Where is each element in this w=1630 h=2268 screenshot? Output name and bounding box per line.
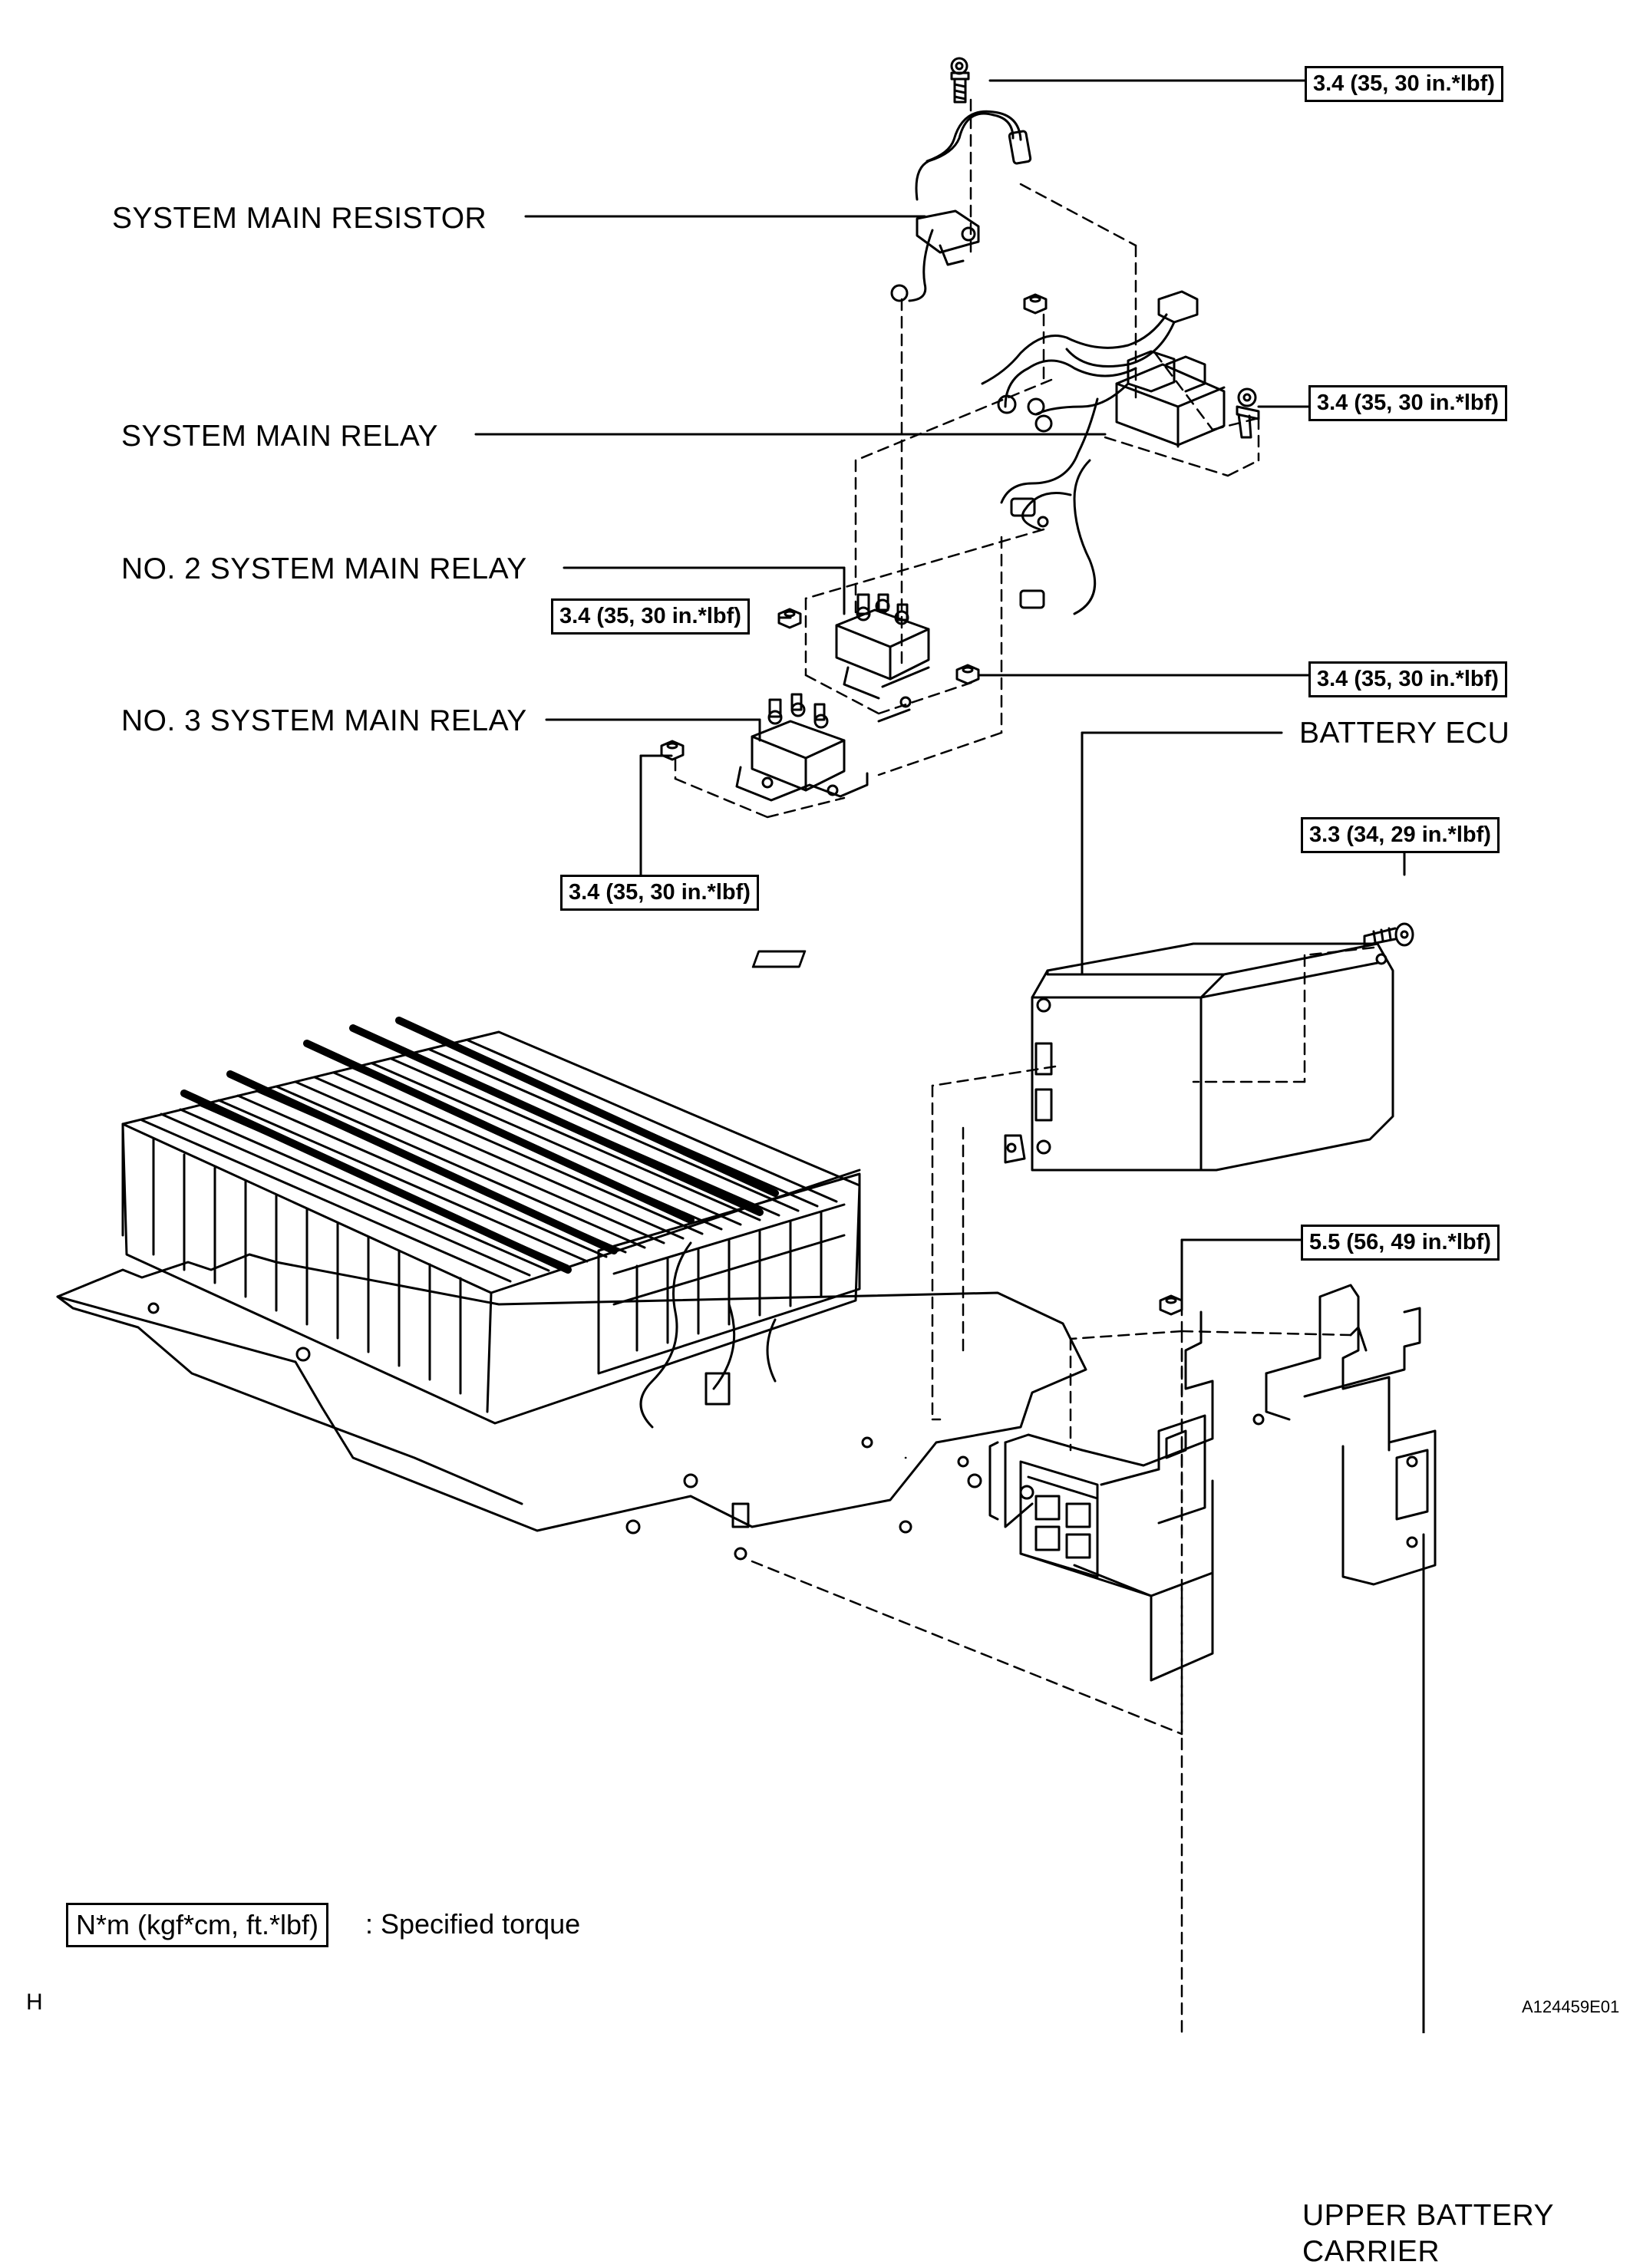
- hybrid-battery-assembly: [56, 1017, 1087, 1561]
- legend-description: : Specified torque: [365, 1908, 581, 1940]
- label-battery-ecu: BATTERY ECU: [1299, 717, 1510, 750]
- legend-torque-box: N*m (kgf*cm, ft.*lbf): [66, 1903, 329, 1947]
- label-upper-battery-carrier-line2: CARRIER: [1302, 2235, 1440, 2268]
- label-system-main-relay: SYSTEM MAIN RELAY: [121, 420, 439, 453]
- upper-battery-carrier: [988, 1284, 1437, 1682]
- figure-id: A124459E01: [1522, 1997, 1620, 2016]
- no2-system-main-relay: [835, 593, 930, 723]
- label-no3-system-main-relay: NO. 3 SYSTEM MAIN RELAY: [121, 704, 527, 737]
- torque-no2-relay-nut-right: 3.4 (35, 30 in.*lbf): [1308, 661, 1507, 697]
- no3-system-main-relay: [735, 693, 869, 802]
- nut-icon: [955, 664, 980, 685]
- bolt-icon: [1363, 922, 1414, 947]
- dashed-assembly-lines: [674, 98, 1375, 2033]
- bolt-icon: [950, 57, 970, 104]
- nut-icon: [1159, 1294, 1183, 1316]
- torque-ecu-bolt: 3.3 (34, 29 in.*lbf): [1301, 817, 1500, 853]
- bolt-icon: [1236, 387, 1260, 439]
- nut-icon: [660, 740, 685, 761]
- torque-no2-relay-nut-left: 3.4 (35, 30 in.*lbf): [551, 598, 750, 635]
- nut-icon: [777, 608, 802, 629]
- nut-icon: [1023, 293, 1048, 315]
- label-no2-system-main-relay: NO. 2 SYSTEM MAIN RELAY: [121, 552, 527, 585]
- torque-top-bolt: 3.4 (35, 30 in.*lbf): [1305, 66, 1503, 102]
- exploded-assembly-diagram: [56, 57, 1437, 2033]
- system-main-resistor: [890, 110, 1032, 302]
- system-main-relay: [981, 290, 1226, 615]
- torque-no3-relay-nut: 3.4 (35, 30 in.*lbf): [560, 875, 759, 911]
- battery-ecu: [751, 942, 1394, 1172]
- torque-carrier-nut: 5.5 (56, 49 in.*lbf): [1301, 1225, 1500, 1261]
- torque-relay-bolt: 3.4 (35, 30 in.*lbf): [1308, 385, 1507, 421]
- leader-lines: [474, 79, 1425, 2033]
- label-system-main-resistor: SYSTEM MAIN RESISTOR: [112, 202, 487, 235]
- section-letter: H: [26, 1989, 43, 2015]
- label-upper-battery-carrier-line1: UPPER BATTERY: [1302, 2199, 1554, 2232]
